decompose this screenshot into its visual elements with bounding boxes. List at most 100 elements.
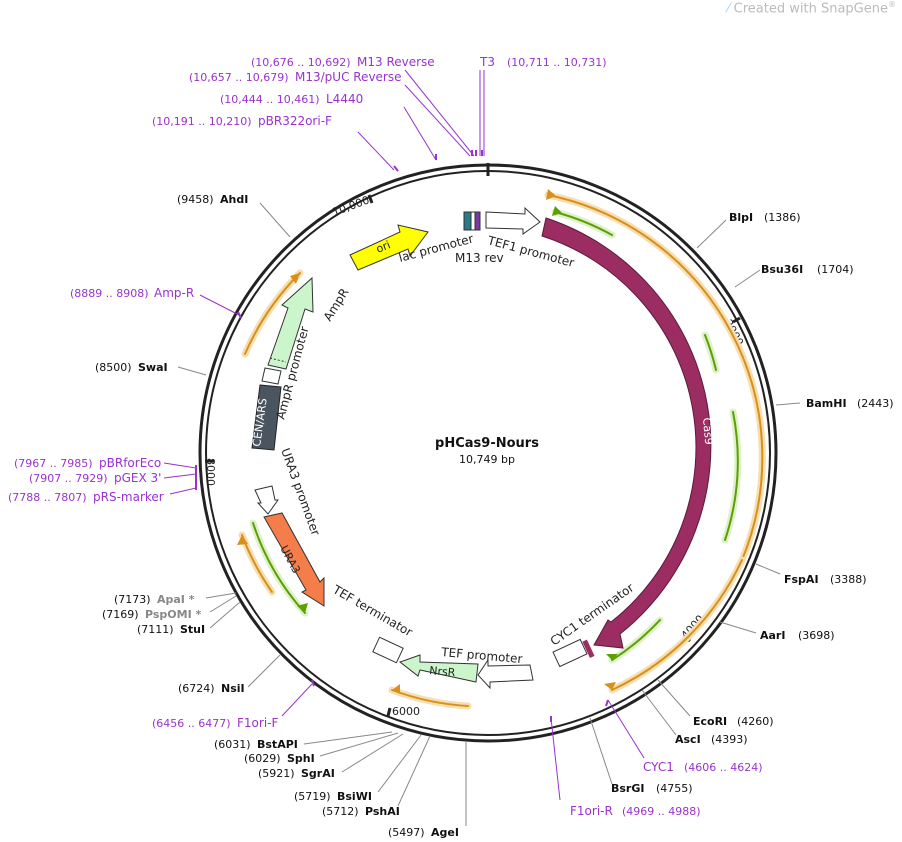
enzyme-apai: ApaI * <box>157 593 195 606</box>
primer-t3-pos: (10,711 .. 10,731) <box>507 56 607 69</box>
enzyme-agei-pos: (5497) <box>388 826 425 839</box>
ampr-dotted <box>269 357 287 363</box>
primer-l4440: L4440 <box>326 92 363 106</box>
ori-feature[interactable] <box>349 224 429 271</box>
ampr-feature[interactable] <box>267 276 314 370</box>
cas9-label: Cas9 <box>700 417 715 445</box>
ampr-promoter-feature[interactable] <box>261 367 282 385</box>
enzyme-bsiwi-pos: (5719) <box>294 790 331 803</box>
plasmid-length: 10,749 bp <box>459 453 515 466</box>
tef-promoter-feature[interactable] <box>477 658 534 690</box>
primer-f1orif-pos: (6456 .. 6477) <box>152 717 231 730</box>
cyc1-small-marker <box>582 639 595 659</box>
enzyme-swai: SwaI <box>138 361 168 374</box>
primer-m13puc-pos: (10,657 .. 10,679) <box>189 71 289 84</box>
primer-f1orir-pos: (4969 .. 4988) <box>622 805 701 818</box>
enzyme-bamhi: BamHI <box>806 397 847 410</box>
ampr-label: AmpR <box>321 286 352 324</box>
enzyme-pshai-pos: (5712) <box>322 805 359 818</box>
primer-sites <box>195 150 609 722</box>
tick-10000 <box>367 194 374 204</box>
lac-promoter-feature[interactable] <box>463 211 472 231</box>
tef-terminator-label: TEF terminator <box>330 582 415 639</box>
primer-pgex3-pos: (7907 .. 7929) <box>29 472 108 485</box>
cenars-feature[interactable] <box>251 384 282 451</box>
enzyme-asci-pos: (4393) <box>711 733 748 746</box>
enzyme-bsiwi: BsiWI <box>337 790 372 803</box>
enzyme-nsii: NsiI <box>221 682 245 695</box>
ori-label: ori <box>374 238 392 255</box>
enzyme-labels: BlpI (1386) Bsu36I (1704) BamHI (2443) F… <box>95 193 894 839</box>
tick-label-10000: 10,000 <box>331 193 372 218</box>
enzyme-pshai: PshAI <box>365 805 400 818</box>
enzyme-bsrgi-pos: (4755) <box>656 782 693 795</box>
tick-2000 <box>732 316 741 324</box>
enzyme-bstapi-pos: (6031) <box>214 738 251 751</box>
enzyme-aari: AarI <box>760 629 785 642</box>
enzyme-blpi: BlpI <box>729 211 753 224</box>
enzyme-stui-pos: (7111) <box>137 623 174 636</box>
primer-labels: (10,676 .. 10,692) M13 Reverse T3 (10,71… <box>8 55 763 818</box>
enzyme-swai-pos: (8500) <box>95 361 132 374</box>
primer-pbr322orif-pos: (10,191 .. 10,210) <box>152 115 252 128</box>
ura3-promoter-feature[interactable] <box>254 485 279 515</box>
enzyme-leaders <box>177 202 801 826</box>
tef1-promoter-feature[interactable] <box>485 206 541 235</box>
enzyme-blpi-pos: (1386) <box>764 211 801 224</box>
primer-pgex3: pGEX 3' <box>114 471 161 485</box>
enzyme-agei: AgeI <box>431 826 459 839</box>
primer-prsmarker: pRS-marker <box>93 490 164 504</box>
enzyme-apai-pos: (7173) <box>114 593 151 606</box>
watermark-prefix: Created with <box>733 1 817 17</box>
enzyme-fspai: FspAI <box>784 573 819 586</box>
enzyme-bsu36i: Bsu36I <box>761 263 803 276</box>
enzyme-pspomi: PspOMI * <box>145 608 202 621</box>
ura3-feature[interactable] <box>263 512 325 607</box>
tick-label-8000: 8000 <box>204 458 217 486</box>
cyc1-terminator-feature[interactable] <box>552 638 588 668</box>
primer-t3: T3 <box>479 55 495 69</box>
primer-m13reverse-pos: (10,676 .. 10,692) <box>251 56 351 69</box>
watermark-icon: ⁄ <box>727 1 730 17</box>
enzyme-sgrai: SgrAI <box>301 767 335 780</box>
primer-cyc1-pos: (4606 .. 4624) <box>684 761 763 774</box>
primer-pbrforeco-pos: (7967 .. 7985) <box>14 457 93 470</box>
plasmid-name: pHCas9-Nours <box>435 436 539 451</box>
primer-ampr: Amp-R <box>154 286 194 300</box>
enzyme-ahdi-pos: (9458) <box>177 193 214 206</box>
nrsr-label: NrsR <box>429 664 457 679</box>
primer-f1orir: F1ori-R <box>570 804 613 818</box>
orf-arrowheads <box>237 189 618 694</box>
watermark-reg: ® <box>888 0 896 9</box>
cas9-feature[interactable] <box>541 217 712 649</box>
enzyme-pspomi-pos: (7169) <box>102 608 139 621</box>
tick-label-6000: 6000 <box>392 705 420 718</box>
enzyme-ecori: EcoRI <box>693 715 727 728</box>
enzyme-sphi: SphI <box>287 752 315 765</box>
enzyme-bsu36i-pos: (1704) <box>817 263 854 276</box>
m13-rev-label: M13 rev <box>455 251 504 265</box>
enzyme-ecori-pos: (4260) <box>737 715 774 728</box>
primer-pbrforeco: pBRforEco <box>99 456 161 470</box>
primer-prsmarker-pos: (7788 .. 7807) <box>8 491 87 504</box>
enzyme-stui: StuI <box>180 623 205 636</box>
primer-m13reverse: M13 Reverse <box>357 55 435 69</box>
tef-terminator-feature[interactable] <box>372 636 404 664</box>
tick-6000 <box>386 707 392 717</box>
m13-rev-feature[interactable] <box>470 211 476 231</box>
enzyme-asci: AscI <box>675 733 701 746</box>
primer-m13puc: M13/pUC Reverse <box>295 70 402 84</box>
nrsr-feature[interactable] <box>398 654 479 683</box>
enzyme-nsii-pos: (6724) <box>178 682 215 695</box>
enzyme-aari-pos: (3698) <box>798 629 835 642</box>
snapgene-watermark: ⁄ Created with SnapGene® <box>727 0 896 16</box>
primer-f1orif: F1ori-F <box>237 716 278 730</box>
enzyme-bsrgi: BsrGI <box>611 782 644 795</box>
watermark-brand: SnapGene <box>820 1 888 17</box>
enzyme-sgrai-pos: (5921) <box>258 767 295 780</box>
enzyme-bamhi-pos: (2443) <box>857 397 894 410</box>
primer-pbr322orif: pBR322ori-F <box>258 114 332 128</box>
primer-leaders <box>163 69 645 801</box>
primer-l4440-pos: (10,444 .. 10,461) <box>220 93 320 106</box>
